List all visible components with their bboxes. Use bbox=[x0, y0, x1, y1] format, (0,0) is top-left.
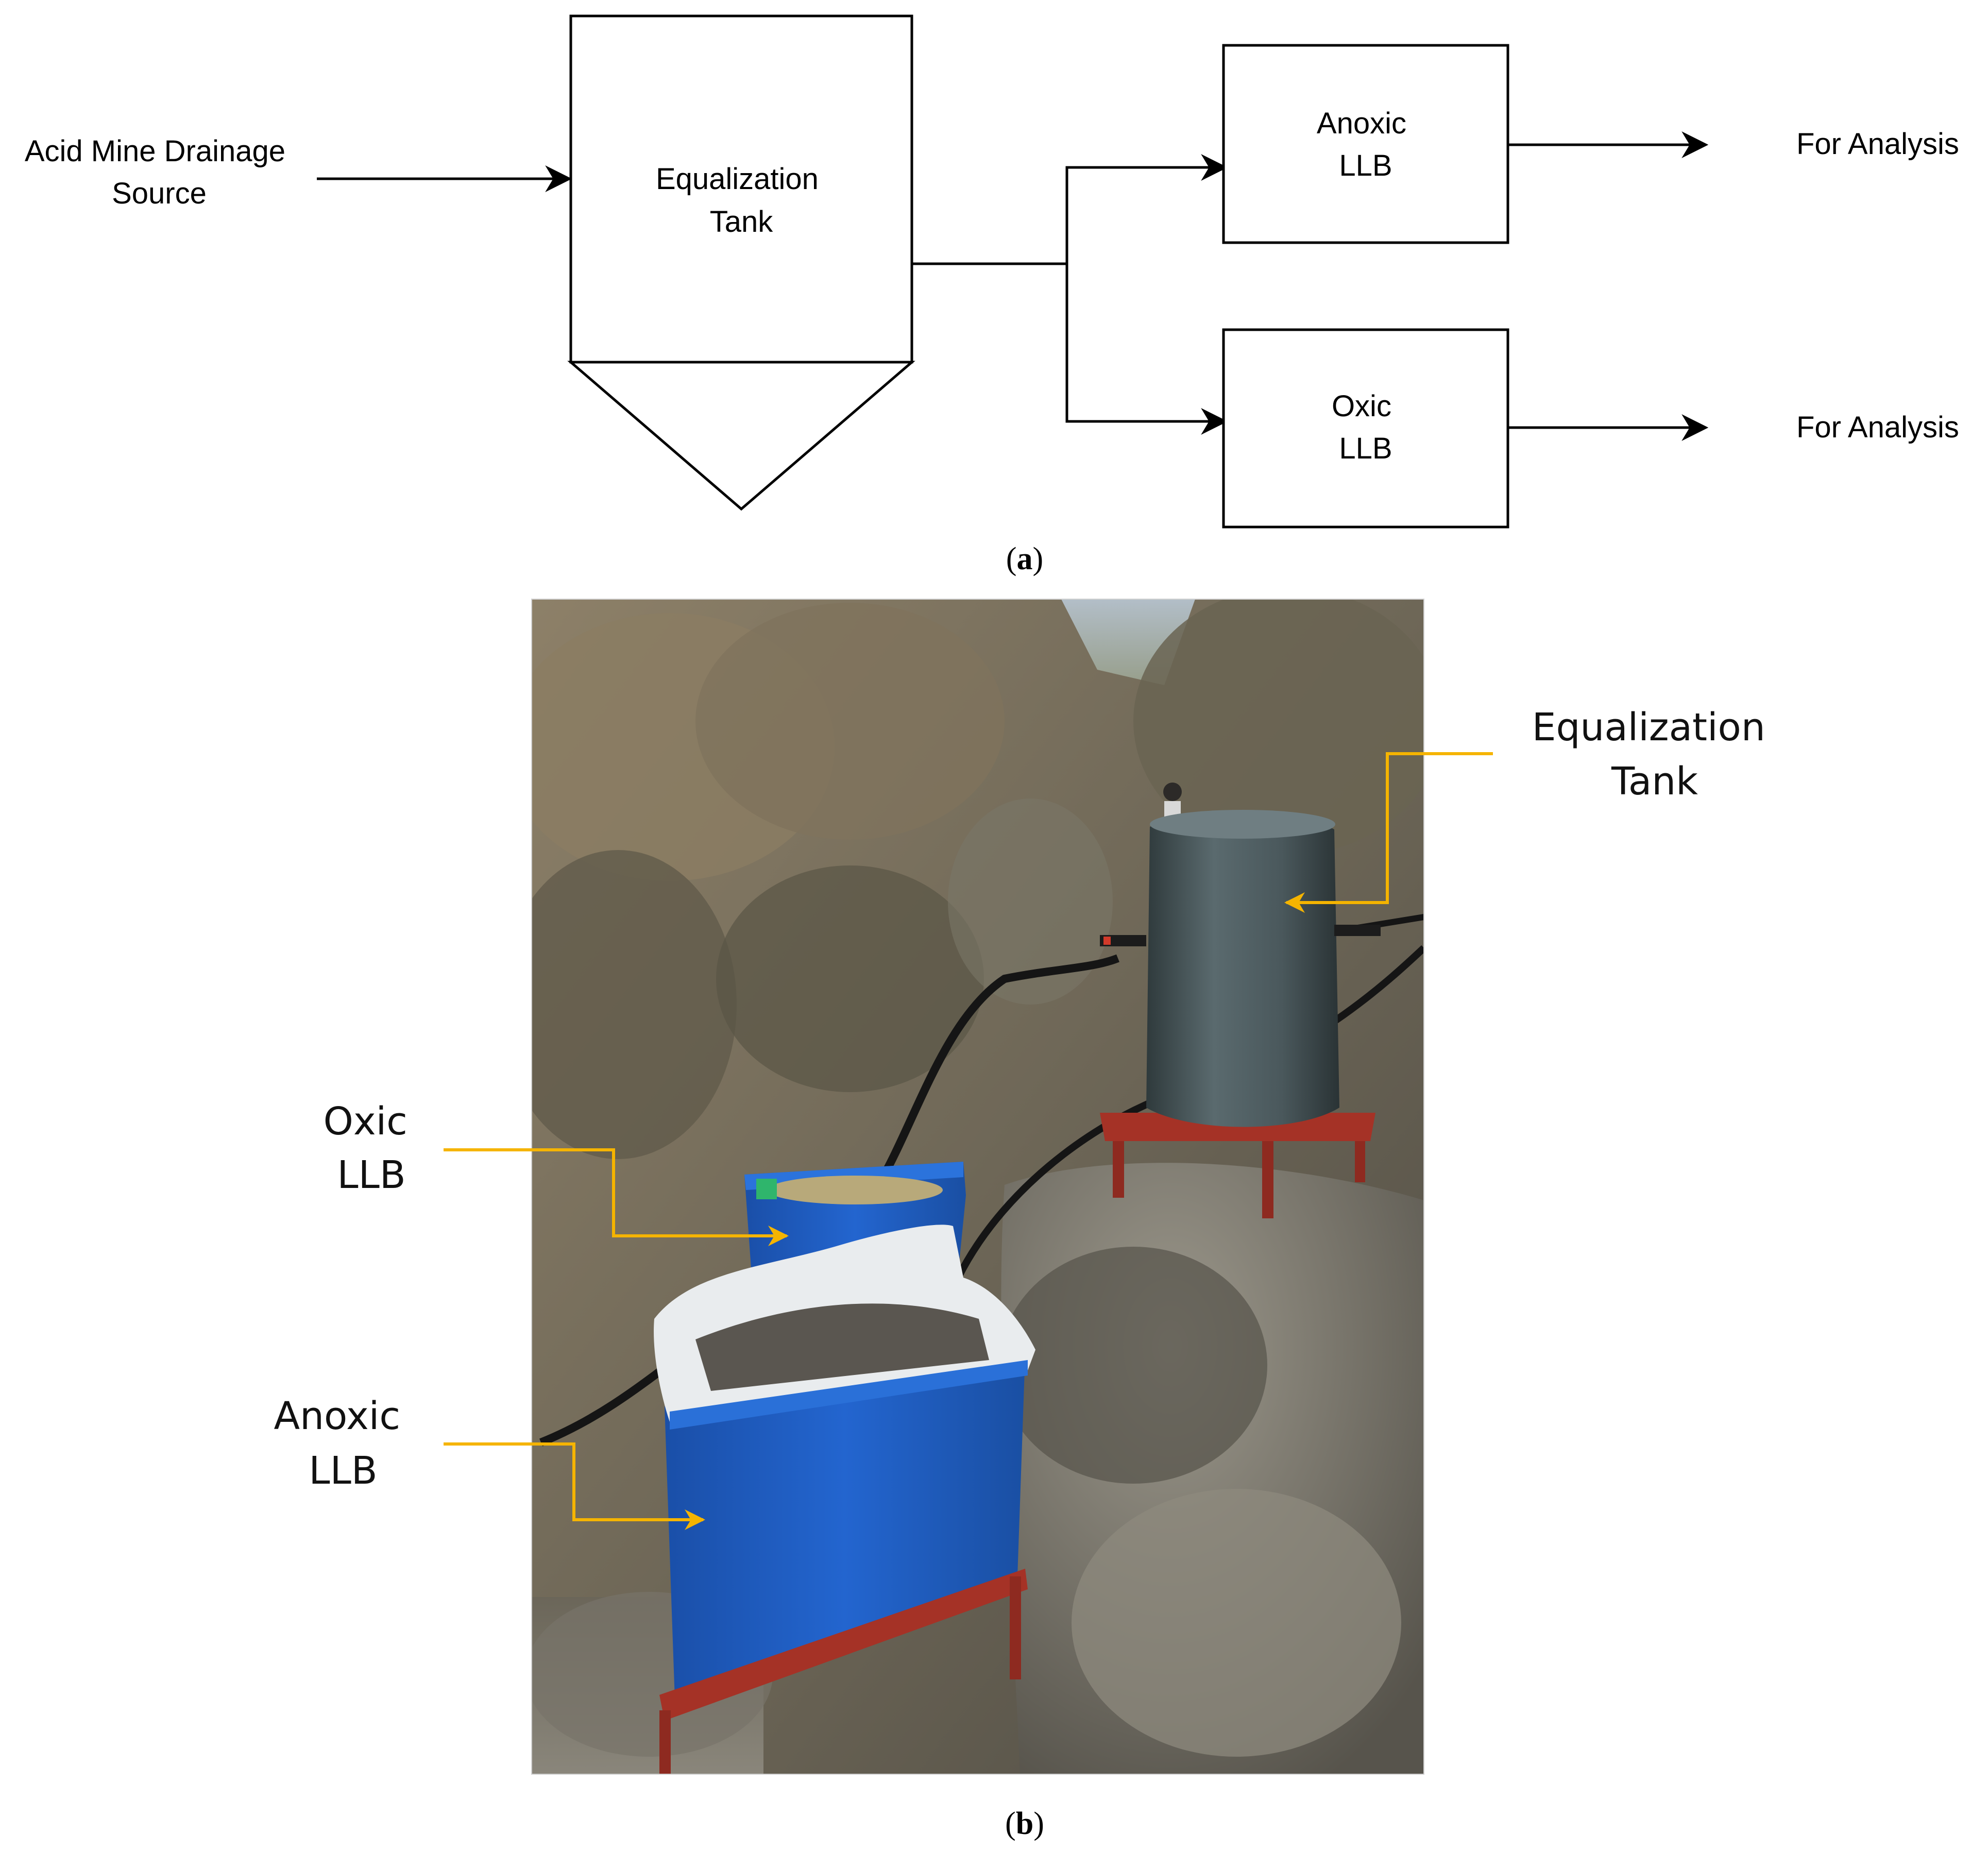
photo-frame bbox=[531, 599, 1424, 1775]
panel-b-annotations: Equalization Tank Oxic LLB Anoxic LLB (b… bbox=[274, 705, 1778, 1841]
to-oxic-arrow bbox=[1065, 264, 1228, 435]
anoxic-llb-label: Anoxic LLB bbox=[1317, 107, 1415, 182]
anoxic-llb-box bbox=[1222, 44, 1509, 244]
arrow-anoxic-llb bbox=[444, 1442, 705, 1530]
panel-a-flow-diagram: Acid Mine Drainage Source Equalization T… bbox=[25, 14, 1959, 576]
output-label-top: For Analysis bbox=[1796, 127, 1959, 161]
equalization-tank-cone bbox=[567, 361, 915, 511]
equalization-tank-label: Equalization Tank bbox=[656, 162, 827, 239]
arrow-oxic-llb bbox=[444, 1148, 789, 1246]
photo-anoxic-tank bbox=[654, 1225, 1035, 1774]
caption-b: (b) bbox=[1005, 1806, 1044, 1841]
photo-label-equalization-tank: Equalization Tank bbox=[1532, 705, 1778, 804]
oxic-llb-box bbox=[1222, 328, 1509, 529]
caption-a: (a) bbox=[1006, 541, 1043, 576]
photo-label-oxic-llb: Oxic LLB bbox=[324, 1099, 420, 1197]
field-photo bbox=[532, 599, 1424, 1774]
arrow-equalization-tank bbox=[1284, 752, 1493, 913]
oxic-llb-label: Oxic LLB bbox=[1332, 389, 1400, 465]
output-label-bottom: For Analysis bbox=[1796, 411, 1959, 444]
source-label: Acid Mine Drainage Source bbox=[25, 134, 294, 210]
photo-equalization-drum bbox=[1100, 810, 1381, 1218]
photo-label-anoxic-llb: Anoxic LLB bbox=[274, 1394, 412, 1493]
to-anoxic-arrow bbox=[1065, 154, 1228, 264]
